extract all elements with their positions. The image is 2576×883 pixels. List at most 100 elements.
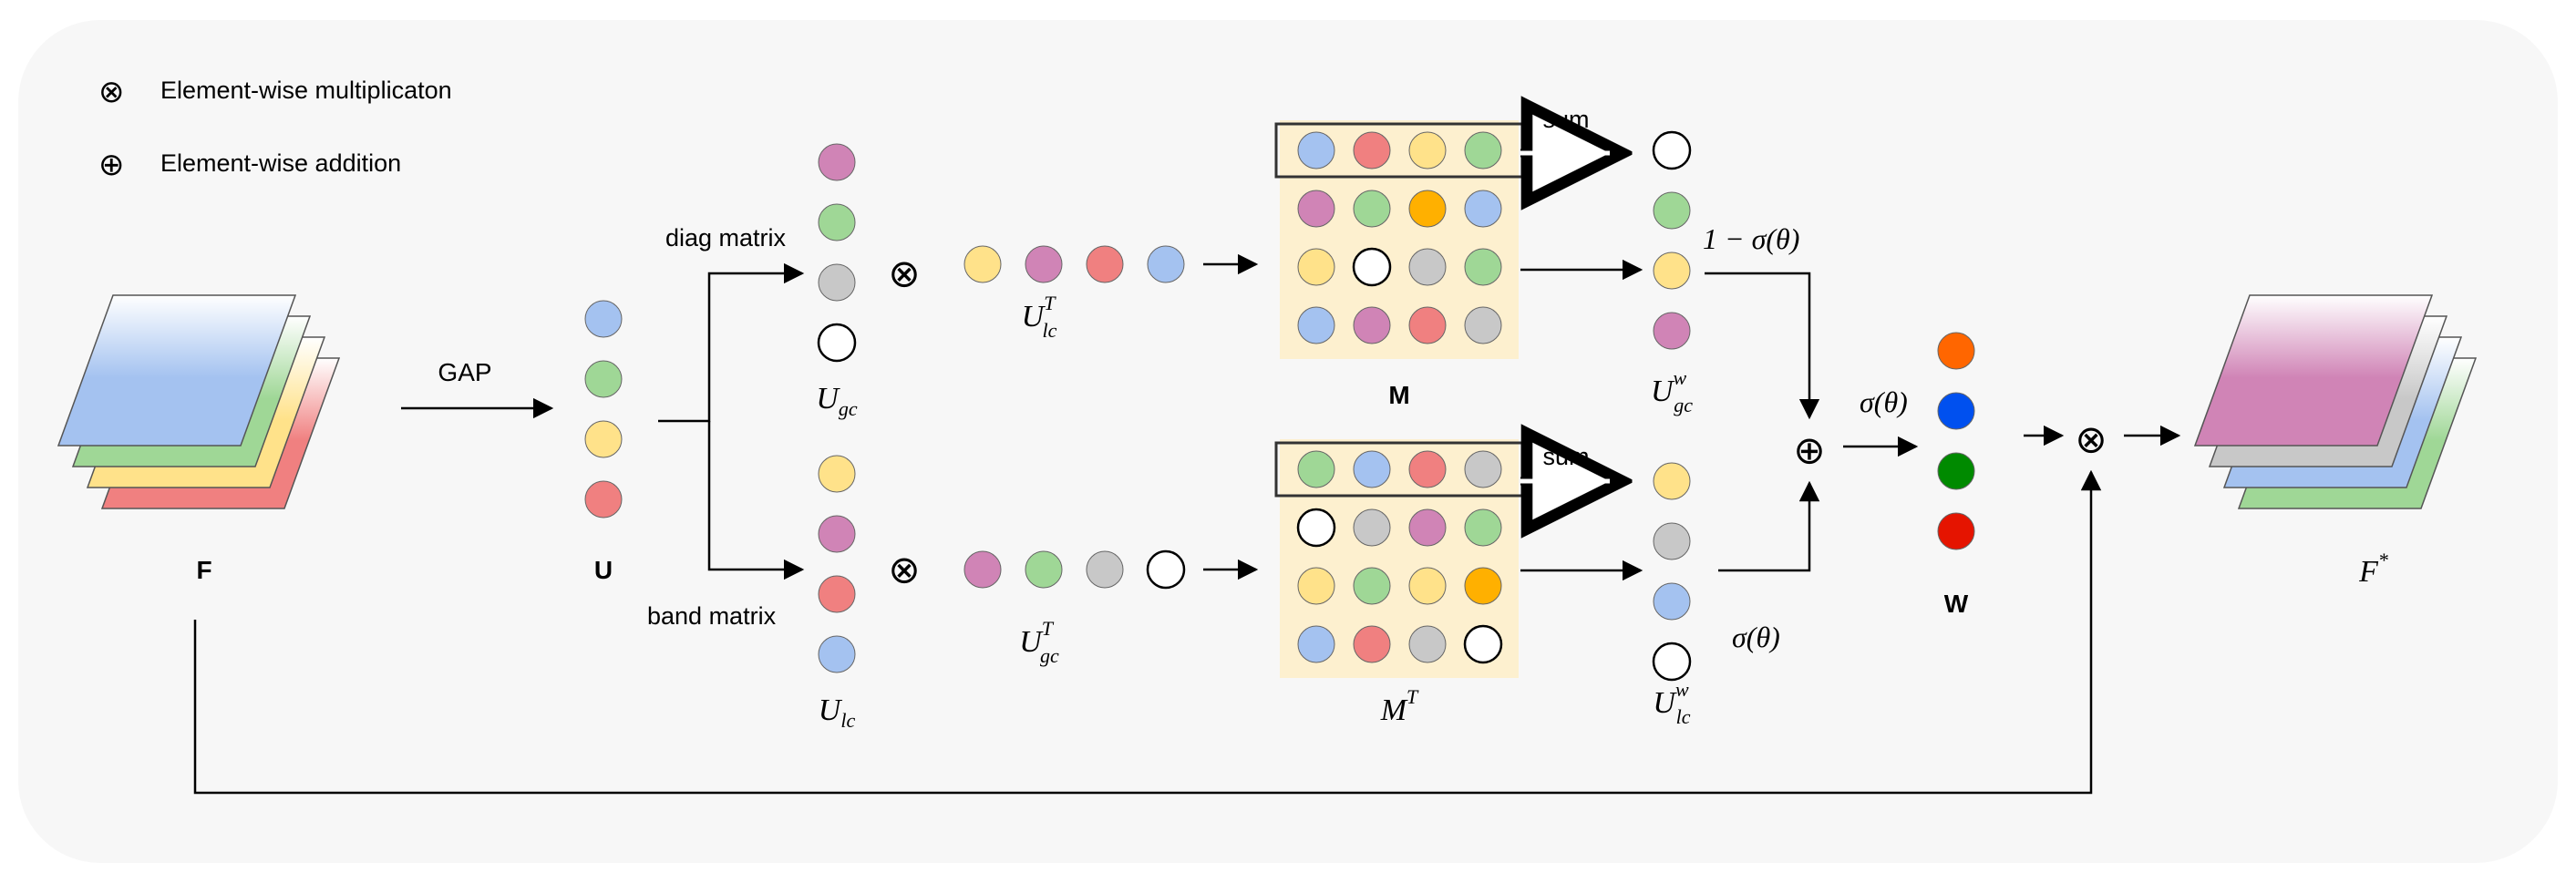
vector-Ugcw-circle-2: [1653, 252, 1691, 290]
vector-W-circle-3: [1937, 512, 1975, 550]
label-f: F: [196, 556, 211, 584]
matrix-mt: [1274, 439, 1524, 678]
vector-w: [1937, 332, 1975, 550]
split-line-top: [658, 262, 805, 423]
vector-ulc: [818, 455, 856, 673]
skip-connection: [193, 469, 2102, 795]
vector-u: [584, 300, 623, 519]
legend-add-icon: ⊕: [98, 148, 125, 182]
vector-UlcT-circle-0: [963, 245, 1002, 283]
feature-stack-fstar: [2193, 294, 2478, 509]
matrix-cell-1-2: [1408, 508, 1447, 547]
matrix-cell-0-0: [1297, 131, 1335, 169]
multiply-icon-bottom: ⊗: [888, 549, 920, 591]
matrix-cell-0-0: [1297, 450, 1335, 488]
matrix-cell-3-3: [1464, 306, 1502, 344]
matrix-cell-3-1: [1353, 625, 1391, 663]
label-fstar: F*: [2358, 549, 2388, 589]
matrix-cell-0-1: [1353, 450, 1391, 488]
vector-ugc-transpose: [963, 549, 1186, 590]
vector-Ulcw-circle-1: [1653, 522, 1691, 560]
vector-UgcT-circle-3: [1146, 549, 1186, 590]
label-sum-top: sum: [1542, 106, 1589, 133]
vector-U-circle-1: [584, 360, 623, 398]
vector-Ulc-circle-3: [818, 635, 856, 673]
matrix-cell-1-1: [1353, 508, 1391, 547]
matrix-cell-3-3: [1463, 624, 1503, 664]
label-ugc: Ugc: [816, 382, 858, 420]
vector-U-circle-2: [584, 420, 623, 458]
vector-ugc-w: [1652, 130, 1692, 350]
vector-Ulcw-circle-3: [1652, 642, 1692, 682]
matrix-cell-0-1: [1353, 131, 1391, 169]
legend-multiply-icon: ⊗: [98, 75, 125, 109]
matrix-cell-1-2: [1408, 190, 1447, 228]
matrix-cell-1-0: [1296, 508, 1336, 548]
vector-Ulcw-circle-0: [1653, 462, 1691, 500]
matrix-cell-1-0: [1297, 190, 1335, 228]
vector-ugc: [817, 143, 857, 363]
vector-Ulc-circle-1: [818, 515, 856, 553]
vector-UgcT-circle-1: [1025, 550, 1063, 589]
label-one-minus-sigma: 1 − σ(θ): [1703, 222, 1799, 255]
vector-Ugcw-circle-1: [1653, 191, 1691, 230]
vector-UlcT-circle-3: [1147, 245, 1185, 283]
matrix-cell-2-0: [1297, 567, 1335, 605]
label-gap: GAP: [438, 358, 491, 386]
legend-add-label: Element-wise addition: [160, 149, 401, 177]
vector-Ulc-circle-2: [818, 575, 856, 613]
legend: ⊗ Element-wise multiplicaton ⊕ Element-w…: [98, 75, 452, 182]
vector-U-circle-3: [584, 480, 623, 519]
label-m: M: [1388, 381, 1409, 409]
matrix-cell-3-2: [1408, 625, 1447, 663]
vector-Ugc-circle-3: [817, 323, 857, 363]
matrix-cell-2-1: [1353, 567, 1391, 605]
vector-Ugcw-circle-3: [1653, 312, 1691, 350]
feature-stack-f: [57, 294, 341, 509]
label-diag-matrix: diag matrix: [665, 224, 787, 252]
matrix-cell-0-2: [1408, 450, 1447, 488]
label-w: W: [1944, 590, 1969, 618]
line-ulcw-to-add: [1718, 480, 1820, 572]
vector-UlcT-circle-1: [1025, 245, 1063, 283]
multiply-icon-final: ⊗: [2075, 418, 2107, 461]
multiply-icon-top: ⊗: [888, 252, 920, 295]
vector-Ugcw-circle-0: [1652, 130, 1692, 170]
matrix-cell-1-3: [1464, 190, 1502, 228]
label-mt: MT: [1380, 685, 1419, 727]
add-icon: ⊕: [1793, 429, 1825, 472]
matrix-cell-0-3: [1464, 131, 1502, 169]
label-sigma-bottom: σ(θ): [1732, 621, 1780, 653]
matrix-cell-2-2: [1408, 248, 1447, 286]
line-ugcw-to-add: [1705, 272, 1820, 420]
matrix-cell-3-1: [1353, 306, 1391, 344]
matrix-cell-2-0: [1297, 248, 1335, 286]
matrix-cell-2-3: [1464, 567, 1502, 605]
matrix-cell-2-3: [1464, 248, 1502, 286]
stack-F-layer-3: [57, 294, 297, 447]
vector-UlcT-circle-2: [1086, 245, 1124, 283]
label-u: U: [594, 556, 613, 584]
vector-Ulcw-circle-2: [1653, 582, 1691, 621]
vector-UgcT-circle-0: [963, 550, 1002, 589]
vector-Ugc-circle-0: [818, 143, 856, 181]
stack-Fstar-layer-3: [2193, 294, 2434, 447]
label-band-matrix: band matrix: [647, 602, 777, 630]
vector-W-circle-1: [1937, 392, 1975, 430]
vector-W-circle-0: [1937, 332, 1975, 370]
label-sum-bottom: sum: [1542, 443, 1589, 470]
label-sigma-top: σ(θ): [1860, 385, 1908, 418]
matrix-cell-2-1: [1352, 247, 1392, 287]
vector-Ugc-circle-2: [818, 263, 856, 302]
label-ulc: Ulc: [819, 693, 856, 732]
matrix-cell-3-0: [1297, 625, 1335, 663]
matrix-m: [1274, 120, 1524, 359]
vector-ulc-w: [1652, 462, 1692, 682]
matrix-cell-1-1: [1353, 190, 1391, 228]
matrix-cell-3-2: [1408, 306, 1447, 344]
matrix-cell-3-0: [1297, 306, 1335, 344]
